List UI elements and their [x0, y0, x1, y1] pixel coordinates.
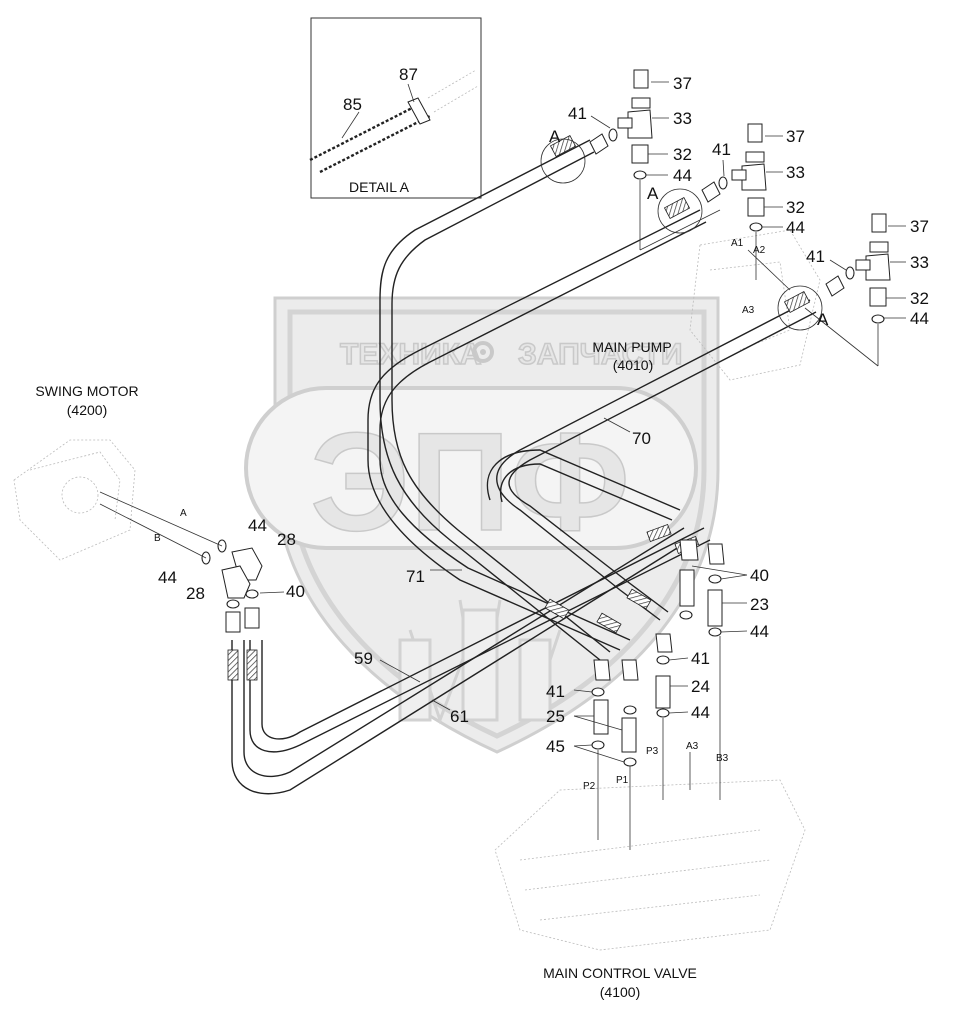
detail-a-caption: DETAIL A [349, 179, 410, 195]
label-main-pump-code: (4010) [613, 357, 653, 373]
port-p1: P1 [616, 775, 629, 786]
port-p3: P3 [646, 746, 659, 757]
port-a2: A2 [753, 245, 766, 256]
callout-25: 25 [546, 707, 565, 726]
callout-44: 44 [910, 309, 929, 328]
label-main-control-valve-code: (4100) [600, 984, 640, 1000]
callout-37: 37 [786, 127, 805, 146]
main-pump-outline [689, 229, 821, 381]
main-control-valve-outline [494, 779, 806, 951]
callout-41: 41 [712, 140, 731, 159]
callout-41: 41 [806, 247, 825, 266]
wheat-icon [398, 599, 562, 725]
pump-fittings-group-1 [589, 69, 653, 180]
callout-59: 59 [354, 649, 373, 668]
label-main-pump: MAIN PUMP [592, 339, 671, 355]
swing-motor-fittings [201, 539, 263, 633]
callout-28: 28 [277, 530, 296, 549]
valve-fittings [591, 539, 725, 767]
label-swing-motor: SWING MOTOR [35, 383, 138, 399]
callout-33: 33 [910, 253, 929, 272]
pump-fittings-group-2 [701, 123, 767, 232]
callout-41: 41 [691, 649, 710, 668]
hose-assemblies [231, 139, 817, 795]
callout-33: 33 [673, 109, 692, 128]
callout-61: 61 [450, 707, 469, 726]
callout-41: 41 [568, 104, 587, 123]
port-a3-pump: A3 [742, 305, 755, 316]
detail-mark-a-1: A [549, 127, 561, 146]
callout-44: 44 [786, 218, 805, 237]
swing-motor-outline [13, 439, 136, 561]
port-b3: B3 [716, 753, 729, 764]
callout-32: 32 [673, 145, 692, 164]
port-a3-valve: A3 [686, 741, 699, 752]
callout-32: 32 [786, 198, 805, 217]
pump-fittings-group-3 [825, 213, 891, 324]
label-main-control-valve: MAIN CONTROL VALVE [543, 965, 697, 981]
callout-24: 24 [691, 677, 710, 696]
port-p2: P2 [583, 781, 596, 792]
callout-44: 44 [158, 568, 177, 587]
callout-44: 44 [691, 703, 710, 722]
watermark: ТЕХНИКА ЗАПЧАСТИ ЭПФ [244, 296, 720, 754]
callout-28: 28 [186, 584, 205, 603]
label-swing-motor-code: (4200) [67, 402, 107, 418]
watermark-text-right: ЗАПЧАСТИ [518, 338, 682, 371]
port-leaders [99, 180, 879, 850]
port-a: A [180, 508, 187, 519]
callout-71: 71 [406, 567, 425, 586]
callout-37: 37 [673, 74, 692, 93]
callout-44: 44 [673, 166, 692, 185]
callout-45: 45 [546, 737, 565, 756]
callout-37: 37 [910, 217, 929, 236]
gear-icon [472, 341, 494, 363]
detail-mark-circles [540, 138, 823, 331]
port-b: B [154, 533, 161, 544]
callout-85: 85 [343, 95, 362, 114]
callout-32: 32 [910, 289, 929, 308]
callout-40: 40 [750, 566, 769, 585]
port-labels: A1 A2 A3 A B P1 P2 P3 A3 B3 [154, 238, 766, 792]
detail-a-panel: 85 87 DETAIL A [309, 17, 482, 199]
callout-leaders [259, 81, 906, 763]
detail-mark-a-3: A [817, 310, 829, 329]
callout-41: 41 [546, 682, 565, 701]
port-a1: A1 [731, 238, 744, 249]
callout-40: 40 [286, 582, 305, 601]
callout-23: 23 [750, 595, 769, 614]
callout-33: 33 [786, 163, 805, 182]
callout-87: 87 [399, 65, 418, 84]
callout-44: 44 [750, 622, 769, 641]
callout-70: 70 [632, 429, 651, 448]
detail-mark-a-2: A [647, 184, 659, 203]
callout-44: 44 [248, 516, 267, 535]
callouts: 37 41 33 32 44 37 41 33 32 44 37 41 33 3… [158, 74, 929, 756]
component-labels: MAIN PUMP (4010) SWING MOTOR (4200) MAIN… [35, 339, 696, 1000]
watermark-monogram: ЭПФ [310, 403, 630, 560]
detail-marks: A A A [549, 127, 829, 329]
